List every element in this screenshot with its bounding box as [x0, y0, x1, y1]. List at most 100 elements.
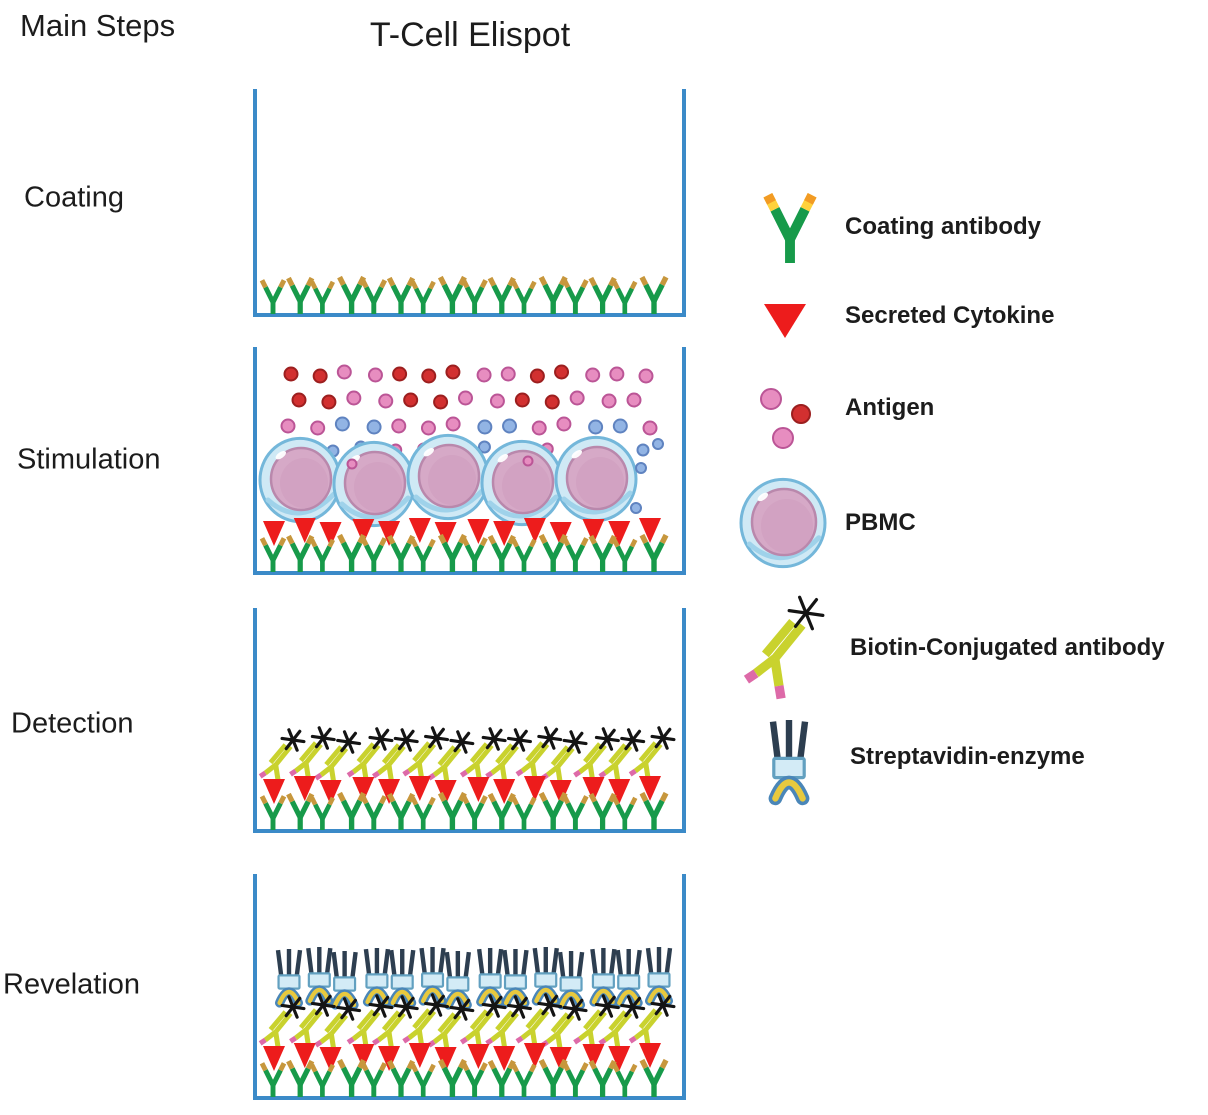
coating-antibody	[386, 276, 416, 314]
coating-antibody	[588, 276, 617, 314]
antigen-dot	[280, 418, 296, 434]
biotin-asterisk	[393, 995, 419, 1019]
antigen-dot	[601, 393, 617, 409]
antigen-dot	[346, 458, 358, 470]
coating-antibody	[259, 537, 287, 572]
coating-antibody	[639, 1058, 669, 1097]
biotin-asterisk	[481, 727, 507, 751]
secreted-cytokine	[408, 1043, 431, 1068]
antigen-dot	[489, 393, 505, 409]
antigen-dot	[502, 418, 518, 434]
secreted-cytokine	[549, 522, 572, 547]
antigen-dot	[522, 455, 534, 467]
coating-antibody	[437, 275, 467, 314]
antigen-dot	[310, 420, 326, 436]
biotin-asterisk	[280, 728, 306, 752]
biotin-asterisk	[310, 993, 336, 1017]
antigen-dot	[433, 394, 449, 410]
coating-antibody	[286, 792, 315, 830]
streptavidin-enzyme	[418, 946, 447, 1006]
secreted-cytokine	[608, 779, 631, 804]
secreted-cytokine	[582, 777, 605, 802]
antigen-dot	[531, 420, 547, 436]
pbmc-icon	[739, 477, 827, 569]
streptavidin-enzyme	[768, 719, 810, 806]
biotin-asterisk	[620, 995, 646, 1019]
secreted-cytokine	[352, 777, 375, 802]
pbmc-cell	[480, 439, 564, 527]
streptavidin-enzyme-icon	[768, 719, 810, 806]
biotin-asterisk	[424, 993, 450, 1017]
secreted-cytokine	[467, 1044, 490, 1069]
antigen-dot	[346, 390, 362, 406]
coating-antibody	[538, 791, 568, 830]
coating-antibody	[259, 1062, 287, 1097]
biotin-asterisk	[620, 728, 646, 752]
secreted-cytokine	[378, 779, 401, 804]
coating-antibody	[461, 537, 488, 572]
coating-antibody	[588, 534, 617, 572]
streptavidin-enzyme	[644, 946, 674, 1006]
antigen-dot	[458, 390, 473, 406]
biotin-asterisk	[368, 994, 394, 1018]
antigen-dot	[421, 368, 437, 384]
coating-antibody	[588, 792, 617, 830]
biotin-conjugated-antibody	[402, 1008, 437, 1053]
coating-antibody	[309, 280, 335, 314]
antigen-dot	[291, 392, 307, 408]
coating-antibody	[538, 533, 568, 572]
secreted-cytokine	[549, 1047, 572, 1072]
secreted-cytokine	[582, 519, 605, 544]
biotin-conjugated-antibody	[459, 742, 494, 787]
biotin-asterisk	[310, 726, 336, 750]
coating-antibody	[337, 275, 367, 314]
coating-antibody	[286, 534, 315, 572]
pbmc-cell	[739, 477, 827, 569]
streptavidin-enzyme	[476, 947, 505, 1007]
antigen-dot	[585, 367, 601, 383]
figure-title: T-Cell Elispot	[369, 16, 571, 54]
secreted-cytokine	[523, 776, 546, 801]
biotin-asterisk	[650, 726, 676, 750]
biotin-asterisk	[424, 726, 450, 750]
biotin-asterisk	[506, 728, 532, 752]
secreted-cytokine	[639, 1043, 661, 1068]
biotin-asterisk	[481, 994, 507, 1018]
coating-antibody	[511, 538, 537, 572]
antigen-dot	[630, 502, 642, 514]
legend-label-biotin-conjugated-antibody: Biotin-Conjugated antibody	[850, 634, 1165, 661]
well-revelation	[253, 874, 686, 1100]
antigen-dot	[556, 416, 572, 432]
secreted-cytokine	[549, 780, 572, 805]
antigen-icon	[760, 388, 811, 449]
secreted-cytokine	[608, 1046, 631, 1071]
step-label-revelation: Revelation	[3, 968, 141, 1001]
streptavidin-enzyme	[557, 950, 586, 1010]
biotin-asterisk	[280, 995, 306, 1019]
secreted-cytokine	[319, 522, 342, 547]
coating-antibody	[562, 795, 589, 830]
secreted-cytokine	[639, 776, 661, 801]
secreted-cytokine	[408, 518, 431, 543]
antigen-dot	[642, 420, 658, 436]
coating-antibody	[309, 538, 335, 572]
secreted-cytokine	[467, 519, 490, 544]
coating-antibody	[360, 1062, 388, 1097]
coating-antibody	[437, 1058, 467, 1097]
secreted-cytokine	[493, 779, 516, 804]
antigen-dot	[569, 390, 585, 406]
biotin-asterisk	[562, 730, 588, 754]
legend-label-pbmc: PBMC	[845, 509, 916, 536]
biotin-conjugated-antibody	[743, 619, 806, 700]
biotin-asterisk	[336, 730, 362, 754]
streptavidin-enzyme	[443, 950, 472, 1010]
antigen-dot	[588, 419, 604, 435]
antigen-dot	[544, 394, 560, 410]
coating-antibody	[612, 538, 638, 572]
antigen-dot	[321, 394, 337, 410]
antigen-dot	[378, 393, 394, 409]
biotin-asterisk	[449, 730, 475, 754]
coating-antibody	[259, 795, 287, 830]
pbmc-cell	[406, 433, 490, 521]
coating-antibody	[386, 534, 416, 572]
